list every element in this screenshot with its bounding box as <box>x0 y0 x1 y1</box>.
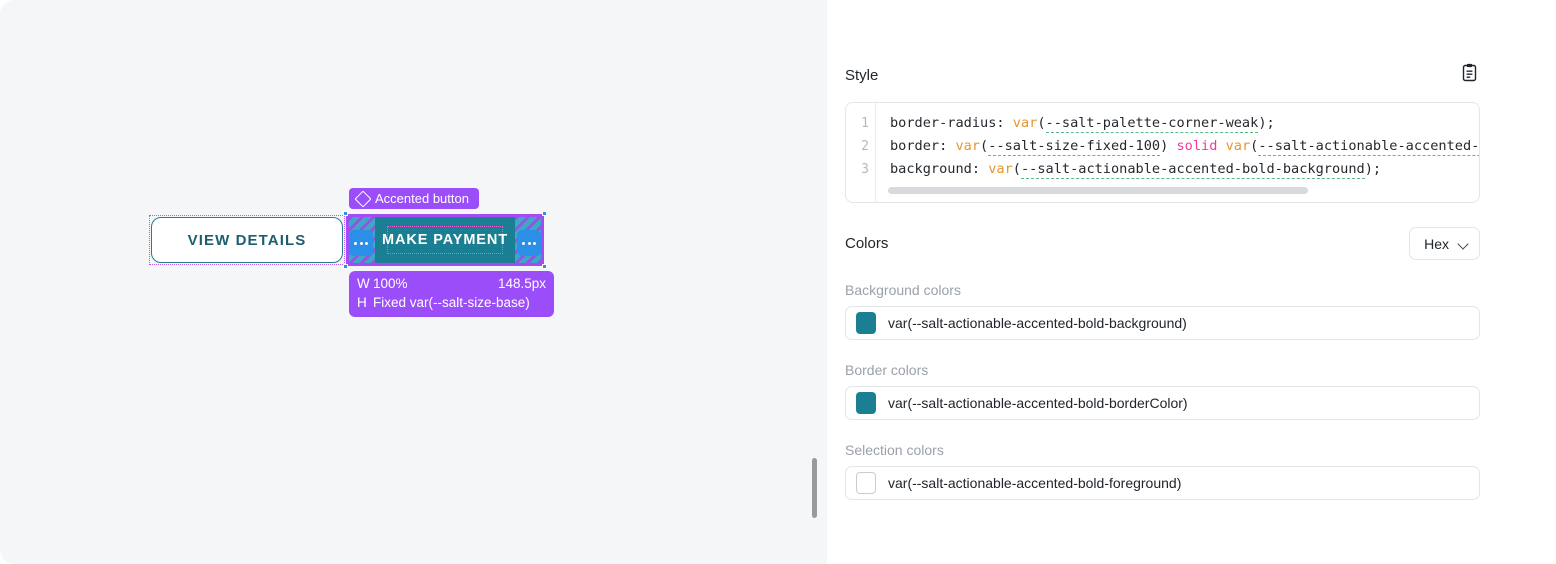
line-number: 2 <box>861 139 869 154</box>
diamond-icon <box>354 190 372 207</box>
chevron-down-icon <box>1459 239 1468 248</box>
editor-line-number-gutter: 1 2 3 <box>846 103 876 202</box>
selected-component-name: Accented button <box>375 191 469 206</box>
color-swatch[interactable] <box>856 392 876 414</box>
inspector-panel-content: Style 1 2 <box>827 46 1508 500</box>
dot <box>354 241 357 245</box>
code-token-var: --salt-palette-corner-weak <box>1045 115 1259 133</box>
selected-component-badge: Accented button <box>349 188 479 209</box>
dot <box>527 241 531 245</box>
dot <box>533 241 536 245</box>
size-tooltip-width-row: W 100% 148.5px <box>357 274 546 293</box>
inspector-panel: Style 1 2 <box>827 46 1508 518</box>
color-swatch[interactable] <box>856 472 876 494</box>
code-token-plain: ( <box>1250 138 1259 154</box>
padding-handle-left[interactable] <box>349 230 373 256</box>
resize-handle-top-left[interactable] <box>343 211 348 216</box>
padding-handle-right[interactable] <box>517 230 541 256</box>
dot <box>365 241 368 245</box>
dot <box>522 241 525 245</box>
color-field[interactable]: var(--salt-actionable-accented-bold-fore… <box>845 466 1480 500</box>
height-key: H <box>357 295 367 310</box>
width-key: W <box>357 276 370 291</box>
code-token-fn: var <box>1225 138 1251 154</box>
line-number: 1 <box>861 116 869 131</box>
code-token-plain: ( <box>1037 115 1046 131</box>
style-code-editor[interactable]: 1 2 3 border-radius: var(--salt-palette-… <box>845 102 1480 203</box>
editor-scrollbar-thumb[interactable] <box>888 187 1308 194</box>
line-number: 3 <box>861 162 869 177</box>
size-tooltip-height-row: H Fixed var(--salt-size-base) <box>357 293 546 312</box>
dot <box>359 241 363 245</box>
code-token-kw: solid <box>1176 138 1218 154</box>
colors-section-header: Colors Hex <box>845 227 1480 260</box>
view-details-button[interactable]: VIEW DETAILS <box>151 217 343 263</box>
code-token-var: --salt-size-fixed-100 <box>988 138 1161 156</box>
resize-handle-top-right[interactable] <box>542 211 547 216</box>
color-group-label: Border colors <box>845 362 929 378</box>
code-token-plain: ); <box>1258 115 1275 131</box>
color-group-label: Selection colors <box>845 442 944 458</box>
color-field[interactable]: var(--salt-actionable-accented-bold-back… <box>845 306 1480 340</box>
code-line: border: var(--salt-size-fixed-100) solid… <box>890 135 1479 158</box>
view-details-measure-outline: VIEW DETAILS <box>149 215 345 265</box>
clipboard-icon <box>1461 63 1478 87</box>
code-token-plain: background: <box>890 161 989 177</box>
size-tooltip: W 100% 148.5px H Fixed var(--salt-size-b… <box>349 271 554 317</box>
style-section-header: Style <box>845 62 1480 88</box>
code-token-plain: ( <box>1012 161 1021 177</box>
color-swatch[interactable] <box>856 312 876 334</box>
code-token-var: --salt-actionable-accented-bold-borderCo… <box>1258 138 1479 156</box>
code-line: background: var(--salt-actionable-accent… <box>890 158 1479 181</box>
color-format-value: Hex <box>1424 235 1449 252</box>
height-value: Fixed var(--salt-size-base) <box>373 295 530 310</box>
style-section-title: Style <box>845 66 879 84</box>
code-token-plain: ) <box>1160 138 1177 154</box>
design-canvas[interactable]: VIEW DETAILS Accented button MAKE PAYMEN… <box>0 0 827 564</box>
resize-handle-bottom-right[interactable] <box>542 264 547 269</box>
color-token-value: var(--salt-actionable-accented-bold-back… <box>888 315 1187 331</box>
resize-handle-bottom-left[interactable] <box>343 264 348 269</box>
color-field[interactable]: var(--salt-actionable-accented-bold-bord… <box>845 386 1480 420</box>
make-payment-label: MAKE PAYMENT <box>382 226 507 254</box>
code-token-fn: var <box>988 161 1013 177</box>
code-token-plain: border: <box>890 138 956 154</box>
width-pixels: 148.5px <box>497 276 546 291</box>
canvas-vertical-scrollbar[interactable] <box>812 458 817 518</box>
editor-horizontal-scrollbar[interactable] <box>888 187 1455 194</box>
code-token-fn: var <box>1012 115 1038 131</box>
code-token-fn: var <box>955 138 981 154</box>
color-group-label: Background colors <box>845 282 961 298</box>
code-token-plain: border-radius: <box>890 115 1013 131</box>
colors-section-title: Colors <box>845 235 889 252</box>
color-token-value: var(--salt-actionable-accented-bold-bord… <box>888 395 1188 411</box>
code-token-plain: ); <box>1364 161 1382 177</box>
editor-code-area[interactable]: border-radius: var(--salt-palette-corner… <box>876 103 1479 202</box>
code-token-plain: ( <box>980 138 989 154</box>
code-line: border-radius: var(--salt-palette-corner… <box>890 112 1479 135</box>
color-groups: Background colors var(--salt-actionable-a… <box>845 282 1480 500</box>
make-payment-selection[interactable]: MAKE PAYMENT <box>343 211 547 269</box>
canvas-stage: VIEW DETAILS Accented button MAKE PAYMEN… <box>149 186 570 326</box>
width-value: 100% <box>373 276 408 291</box>
code-token-plain <box>1217 138 1225 154</box>
code-token-var: --salt-actionable-accented-bold-backgrou… <box>1020 161 1365 179</box>
color-token-value: var(--salt-actionable-accented-bold-fore… <box>888 475 1182 491</box>
copy-style-button[interactable] <box>1458 63 1480 87</box>
selection-outline <box>346 214 544 266</box>
color-format-select[interactable]: Hex <box>1409 227 1480 260</box>
